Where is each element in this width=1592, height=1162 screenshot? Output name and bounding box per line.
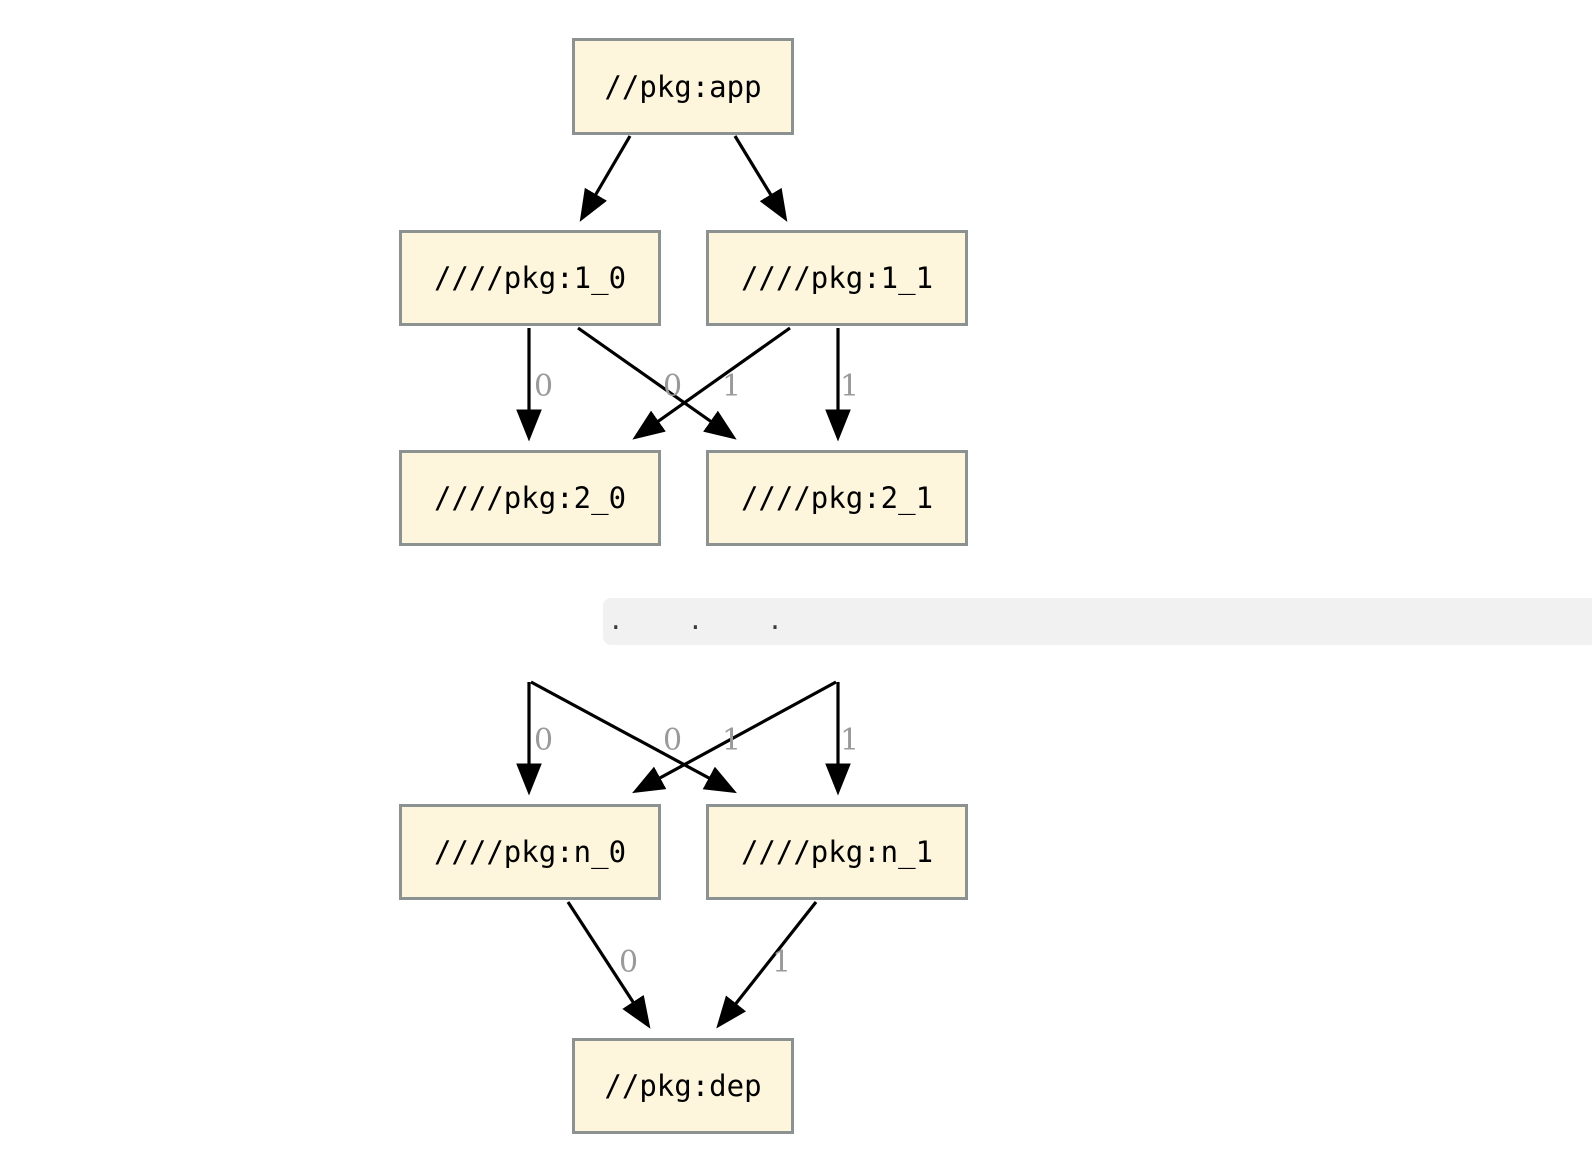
graph-node-label: //pkg:dep <box>604 1069 762 1103</box>
graph-node-nn_0[interactable]: ////pkg:n_0 <box>399 804 661 900</box>
graph-node-label: ////pkg:2_1 <box>740 481 934 515</box>
graph-edge <box>577 326 737 440</box>
graph-node-n1_0[interactable]: ////pkg:1_0 <box>399 230 661 326</box>
graph-node-n2_0[interactable]: ////pkg:2_0 <box>399 450 661 546</box>
graph-node-dep[interactable]: //pkg:dep <box>572 1038 794 1134</box>
graph-node-nn_1[interactable]: ////pkg:n_1 <box>706 804 968 900</box>
graph-node-app[interactable]: //pkg:app <box>572 38 794 135</box>
graph-node-label: ////pkg:n_1 <box>740 835 934 869</box>
graph-edge <box>632 326 791 440</box>
graph-edge <box>632 680 837 794</box>
edge-label: 1 <box>840 723 860 758</box>
edge-label: 0 <box>534 369 554 404</box>
graph-node-label: ////pkg:2_0 <box>433 481 627 515</box>
graph-node-n2_1[interactable]: ////pkg:2_1 <box>706 450 968 546</box>
graph-node-label: ////pkg:1_0 <box>433 261 627 295</box>
edge-label: 0 <box>534 723 554 758</box>
edge-path-group <box>516 135 851 1029</box>
edge-label: 1 <box>722 369 742 404</box>
graph-edge <box>733 135 788 222</box>
edge-label: 0 <box>663 369 683 404</box>
graph-edge <box>566 901 651 1029</box>
ellipsis-dots: . . . <box>611 602 797 637</box>
edge-label: 0 <box>619 945 639 980</box>
graph-edge <box>716 901 818 1029</box>
edge-label: 1 <box>840 369 860 404</box>
graph-node-label: ////pkg:1_1 <box>740 261 934 295</box>
edge-label: 1 <box>772 945 792 980</box>
edge-label: 1 <box>722 723 742 758</box>
edge-label: 0 <box>663 723 683 758</box>
graph-edge <box>579 135 632 222</box>
graph-edge <box>530 680 737 794</box>
graph-node-label: //pkg:app <box>604 69 762 104</box>
graph-node-n1_1[interactable]: ////pkg:1_1 <box>706 230 968 326</box>
ellipsis-band: . . . <box>603 598 1592 645</box>
graph-node-label: ////pkg:n_0 <box>433 835 627 869</box>
